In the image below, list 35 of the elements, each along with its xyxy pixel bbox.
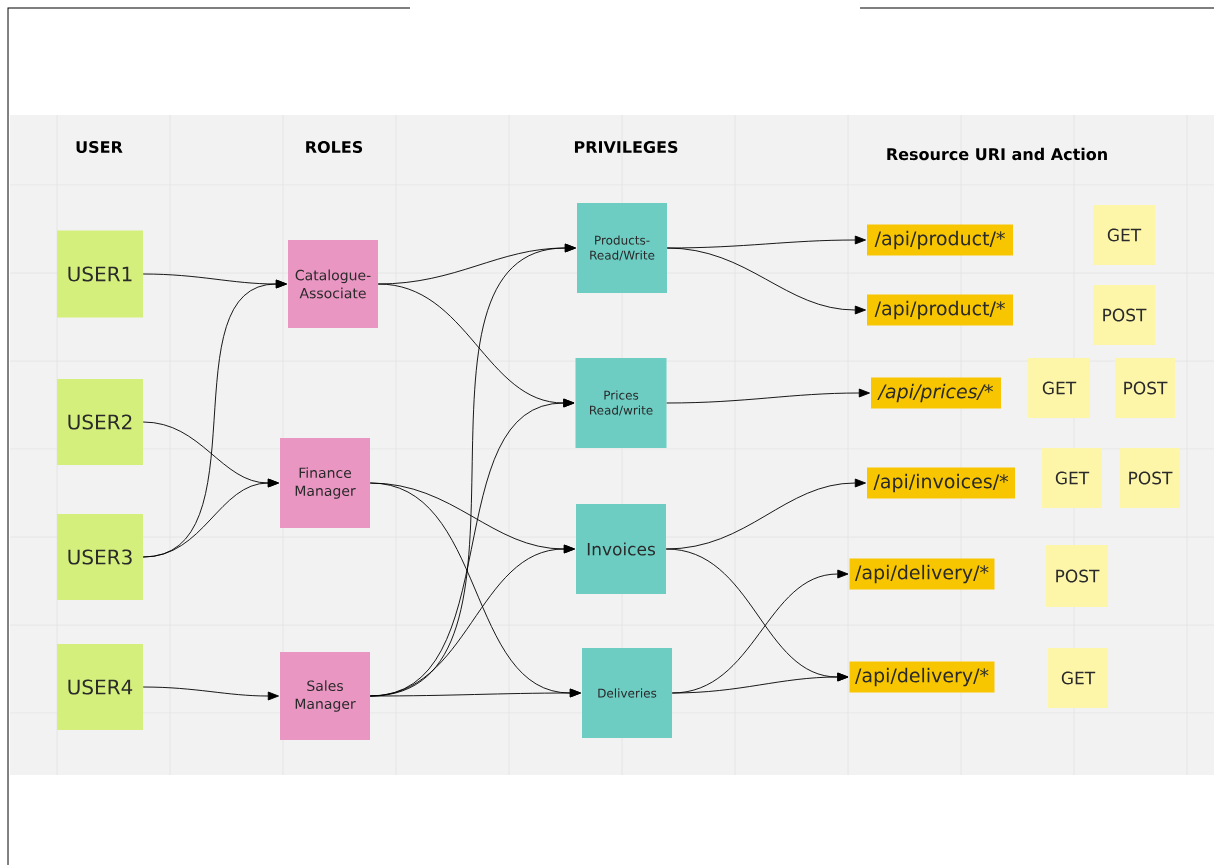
sticky-note: GET bbox=[1048, 648, 1108, 708]
sticky-note: USER3 bbox=[57, 514, 143, 600]
sticky-note: Prices Read/write bbox=[575, 358, 667, 448]
sticky-note: USER2 bbox=[57, 379, 143, 465]
uri-tag: /api/product/* bbox=[867, 224, 1013, 256]
sticky-note: POST bbox=[1115, 358, 1175, 418]
sticky-note: POST bbox=[1093, 285, 1155, 345]
sticky-note: GET bbox=[1042, 448, 1102, 508]
column-heading: PRIVILEGES bbox=[574, 140, 678, 154]
sticky-note: Sales Manager bbox=[280, 652, 370, 740]
arrow bbox=[666, 247, 866, 315]
sticky-note: Deliveries bbox=[582, 648, 672, 738]
uri-tag: /api/product/* bbox=[867, 294, 1013, 326]
uri-tag: /api/delivery/* bbox=[849, 661, 995, 693]
arrow bbox=[671, 672, 849, 694]
sticky-note: Catalogue-Associate bbox=[288, 240, 378, 328]
uri-tag: /api/invoices/* bbox=[867, 467, 1015, 499]
sticky-note: USER1 bbox=[57, 230, 143, 318]
arrow bbox=[142, 478, 279, 558]
arrow bbox=[142, 686, 279, 701]
uri-tag: /api/delivery/* bbox=[849, 558, 995, 590]
column-heading: USER bbox=[76, 140, 123, 154]
arrow bbox=[666, 388, 870, 404]
column-heading: Resource URI and Action bbox=[887, 147, 1107, 161]
arrow bbox=[369, 688, 581, 698]
sticky-note: Products-Read/Write bbox=[577, 203, 667, 293]
uri-tag: /api/prices/* bbox=[871, 377, 1001, 409]
sticky-note: GET bbox=[1093, 205, 1155, 265]
sticky-note: USER4 bbox=[57, 644, 143, 730]
sticky-note: POST bbox=[1046, 545, 1108, 607]
sticky-note: GET bbox=[1028, 358, 1090, 418]
sticky-note: POST bbox=[1120, 448, 1180, 508]
sticky-note: Finance Manager bbox=[280, 438, 370, 528]
sticky-note: Invoices bbox=[576, 504, 666, 594]
column-heading: ROLES bbox=[306, 140, 363, 154]
